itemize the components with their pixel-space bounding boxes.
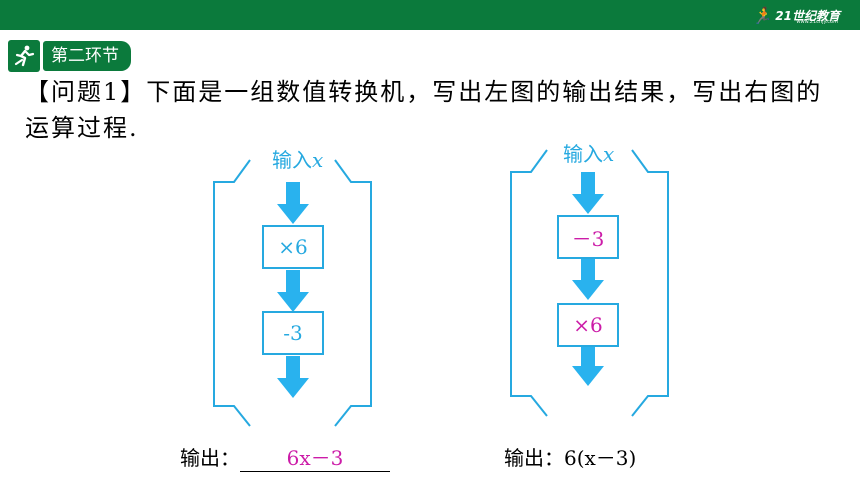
- right-step2-box: ×6: [557, 303, 619, 347]
- left-output-value: 6x－3: [240, 442, 390, 472]
- left-step2-text: -3: [283, 321, 303, 345]
- right-output: 输出：6(x－3): [504, 442, 636, 471]
- left-step2-box: -3: [262, 311, 324, 355]
- right-output-label: 输出：: [504, 446, 564, 470]
- left-step1-box: ×6: [262, 225, 324, 269]
- left-input-label: 输入x: [272, 148, 324, 172]
- right-input-label: 输入x: [563, 142, 615, 166]
- brand-logo: 🏃 21世纪教育 www.21cnjy.com: [752, 3, 840, 27]
- section-title: 第二环节: [43, 41, 131, 71]
- header-bar: 🏃 21世纪教育 www.21cnjy.com: [0, 0, 860, 30]
- left-arrow-3: [277, 356, 309, 398]
- right-arrow-1: [572, 172, 604, 214]
- left-machine-frame: [213, 159, 372, 427]
- brand-site: www.21cnjy.com: [796, 19, 838, 25]
- left-arrow-2: [277, 270, 309, 312]
- left-arrow-1: [277, 182, 309, 224]
- right-output-value: 6(x－3): [564, 446, 637, 470]
- right-machine-frame: [510, 149, 669, 417]
- left-output-label: 输出：: [180, 446, 240, 470]
- right-step1-box: －3: [557, 215, 619, 259]
- right-step1-text: －3: [571, 226, 605, 251]
- question-text: 【问题1】下面是一组数值转换机，写出左图的输出结果，写出右图的运算过程.: [25, 78, 823, 142]
- left-step1-text: ×6: [278, 235, 308, 259]
- section-badge: 第二环节: [8, 40, 153, 72]
- left-output: 输出：6x－3: [180, 442, 390, 472]
- right-arrow-2: [572, 258, 604, 300]
- right-arrow-3: [572, 344, 604, 386]
- brand-text: 21世纪教育: [775, 8, 840, 23]
- right-step2-text: ×6: [573, 313, 603, 337]
- runner-icon: [8, 40, 40, 72]
- runner-icon: 🏃: [752, 5, 773, 25]
